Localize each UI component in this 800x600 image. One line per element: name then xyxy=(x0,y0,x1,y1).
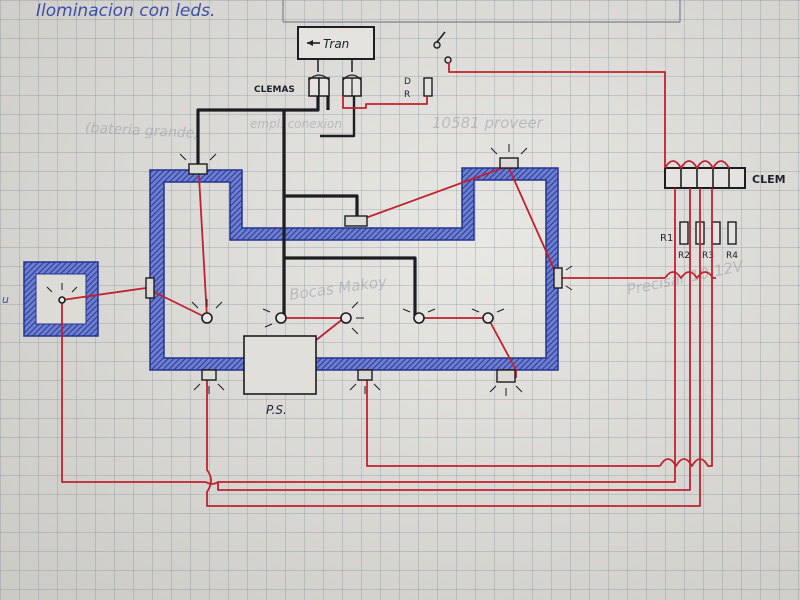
house-outline xyxy=(149,167,559,371)
ps-box: P.S. xyxy=(243,335,317,417)
page-title: Ilominacion con leds. xyxy=(36,1,215,21)
r3-label: R3 xyxy=(702,251,714,261)
faint-note-3: (bateria grande) xyxy=(85,120,200,142)
fixture-bottom-mid xyxy=(357,369,373,381)
fixture-left xyxy=(145,277,155,299)
fixture-top-left xyxy=(188,163,208,175)
fixture-right xyxy=(553,267,563,289)
dr-label-top: D xyxy=(404,77,411,87)
wall-fixtures xyxy=(145,157,563,383)
faint-note-4: Bocas Makoy xyxy=(288,272,389,304)
r4-label: R4 xyxy=(726,251,738,261)
diode-resistor: D R xyxy=(404,77,433,100)
led-5 xyxy=(482,312,494,324)
main-switch xyxy=(433,31,452,64)
clemas-right-label: CLEM xyxy=(752,173,786,186)
fixture-center xyxy=(344,215,368,227)
clemas-left-label: CLEMAS xyxy=(254,85,295,95)
led-3 xyxy=(340,312,352,324)
faint-note-1: 10581 proveer xyxy=(432,114,544,132)
fixture-bottom-right xyxy=(496,369,516,383)
led-outdoor xyxy=(58,296,66,304)
outdoor-label-stub: u xyxy=(2,293,9,306)
dr-label-bottom: R xyxy=(404,90,410,100)
black-wires xyxy=(196,96,417,316)
clemas-left: CLEMAS xyxy=(254,74,362,97)
top-frame xyxy=(282,0,681,23)
faint-note-2: empl. conexion xyxy=(250,117,342,131)
clemas-right: CLEM xyxy=(664,167,786,189)
led-4 xyxy=(413,312,425,324)
fixture-top-right xyxy=(499,157,519,169)
led-1 xyxy=(201,312,213,324)
fixture-rays xyxy=(179,144,573,396)
ps-label: P.S. xyxy=(266,403,287,417)
transformer-label: Tran xyxy=(323,37,349,51)
transformer: Tran xyxy=(297,26,375,72)
led-2 xyxy=(275,312,287,324)
r1-label: R1 xyxy=(660,233,673,244)
fixture-bottom-left xyxy=(201,369,217,381)
r2-label: R2 xyxy=(678,251,690,261)
